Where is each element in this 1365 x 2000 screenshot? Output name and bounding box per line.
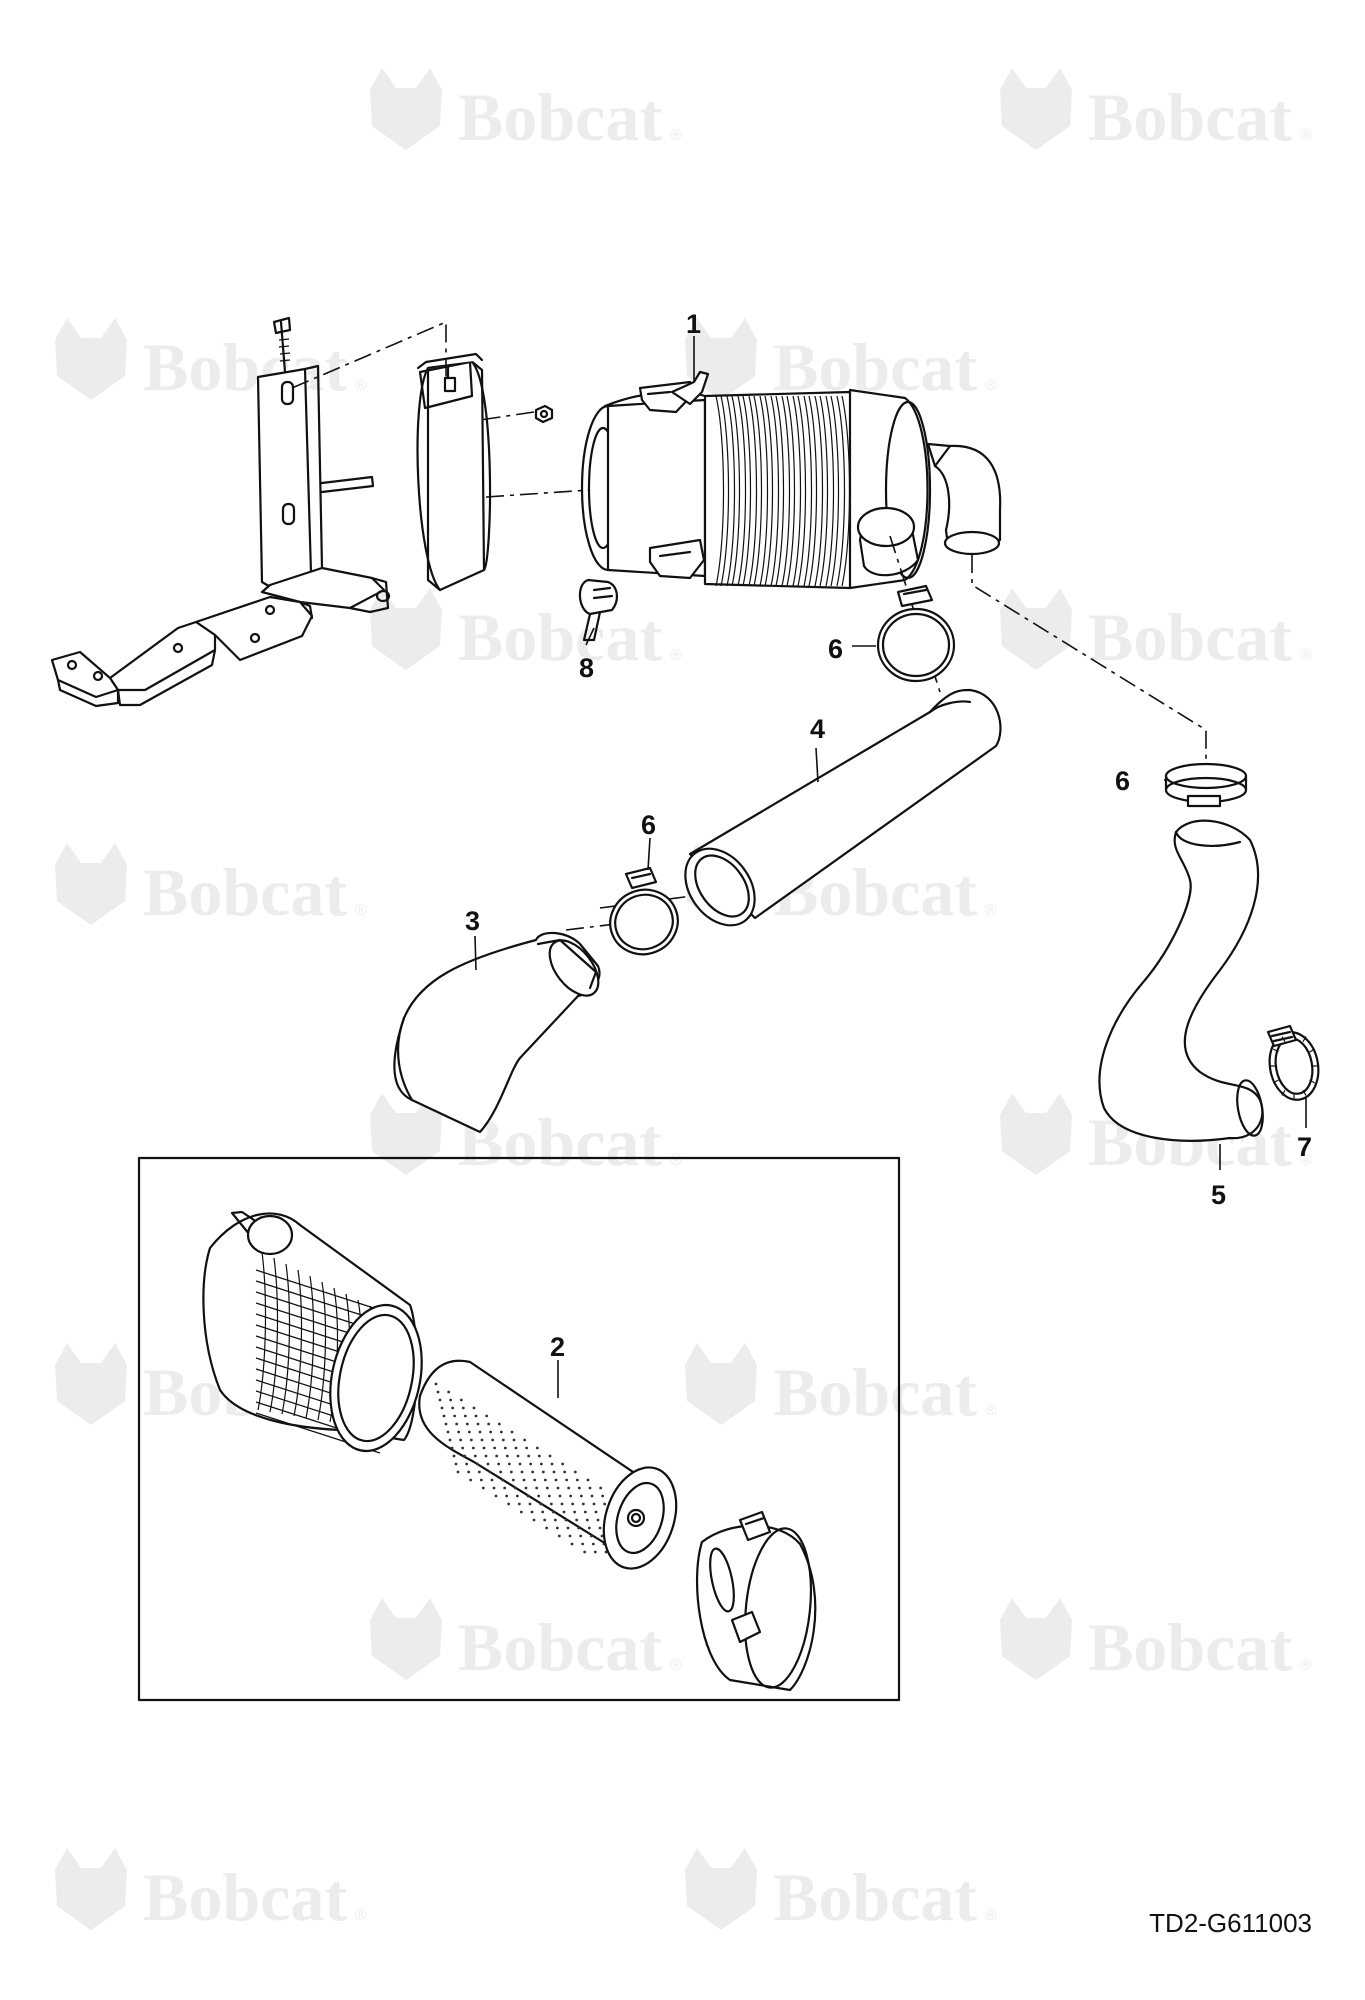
hose-clamp-right — [1164, 762, 1248, 808]
watermark-brand: Bobcat — [1088, 599, 1292, 675]
watermark-brand: Bobcat — [458, 79, 662, 155]
callout-labels: 1 2 3 4 5 6 6 6 7 8 — [465, 309, 1312, 1362]
callout-1: 1 — [686, 309, 701, 339]
bobcat-watermark: Bobcat ® — [55, 1848, 367, 1935]
callout-3: 3 — [465, 906, 480, 936]
bobcat-watermark: Bobcat ® — [55, 843, 367, 930]
mounting-bracket — [50, 316, 391, 708]
watermark-reg: ® — [355, 1907, 367, 1924]
hose-elbow-inlet — [393, 931, 601, 1134]
watermark-brand: Bobcat — [143, 854, 347, 930]
watermark-reg: ® — [1300, 1152, 1312, 1169]
hose-straight — [684, 688, 1002, 927]
bobcat-watermark: Bobcat ® — [1000, 1598, 1312, 1685]
watermark-brand: Bobcat — [143, 1859, 347, 1935]
filter-perforation — [434, 1382, 640, 1554]
bobcat-watermark: Bobcat ® — [370, 588, 682, 675]
callout-4: 4 — [810, 714, 825, 744]
figure-id: TD2-G611003 — [1149, 1908, 1312, 1938]
watermark-brand: Bobcat — [458, 599, 662, 675]
watermark-brand: Bobcat — [773, 1354, 977, 1430]
callout-leaders — [474, 336, 1307, 1398]
bobcat-watermark: Bobcat ® — [370, 68, 682, 155]
watermark-reg: ® — [1300, 647, 1312, 664]
filter-band-clamp — [416, 352, 554, 592]
watermark-reg: ® — [985, 1402, 997, 1419]
callout-8: 8 — [579, 653, 594, 683]
callout-2: 2 — [550, 1332, 565, 1362]
watermark-reg: ® — [355, 902, 367, 919]
bobcat-watermark: Bobcat® — [370, 1093, 682, 1180]
worm-clamp-teeth — [1270, 1032, 1318, 1100]
bobcat-watermark: Bobcat ® — [370, 1598, 682, 1685]
watermark-reg: ® — [1300, 1657, 1312, 1674]
worm-hose-clamp — [1266, 1024, 1320, 1101]
hose-clamp-middle — [609, 866, 679, 956]
callout-6-upper: 6 — [828, 634, 843, 664]
watermark-brand: Bobcat — [1088, 79, 1292, 155]
bobcat-watermark: Bobcat® — [55, 318, 367, 405]
air-cleaner-ribs — [715, 395, 851, 587]
bobcat-watermark: Bobcat ® — [1000, 588, 1312, 675]
watermark-reg: ® — [670, 127, 682, 144]
callout-5: 5 — [1211, 1180, 1226, 1210]
bobcat-watermark: Bobcat ® — [685, 1343, 997, 1430]
bobcat-watermark: Bobcat ® — [1000, 68, 1312, 155]
watermark-reg: ® — [355, 377, 367, 394]
callout-6-right: 6 — [1115, 766, 1130, 796]
watermark-layer: Bobcat ® Bobcat ® Bobcat ® Bobcat ® Bobcat ® Bobca… — [55, 68, 1312, 1935]
watermark-reg: ® — [985, 377, 997, 394]
watermark-reg: ® — [985, 902, 997, 919]
watermark-reg: ® — [670, 1152, 682, 1169]
watermark-reg: ® — [670, 647, 682, 664]
watermark-brand: Bobcat — [1088, 1609, 1292, 1685]
watermark-reg: ® — [985, 1907, 997, 1924]
watermark-reg: ® — [1300, 127, 1312, 144]
callout-6-middle: 6 — [641, 810, 656, 840]
hose-clamp-upper — [876, 584, 956, 683]
bobcat-watermark: Bobcat ® — [685, 1848, 997, 1935]
hose-s-curve — [1098, 819, 1264, 1142]
watermark-brand: Bobcat — [458, 1609, 662, 1685]
watermark-brand: Bobcat — [773, 1859, 977, 1935]
air-cleaner-assembly — [578, 370, 1002, 642]
filter-element-inset — [137, 1156, 901, 1702]
callout-7: 7 — [1297, 1132, 1312, 1162]
watermark-reg: ® — [670, 1657, 682, 1674]
